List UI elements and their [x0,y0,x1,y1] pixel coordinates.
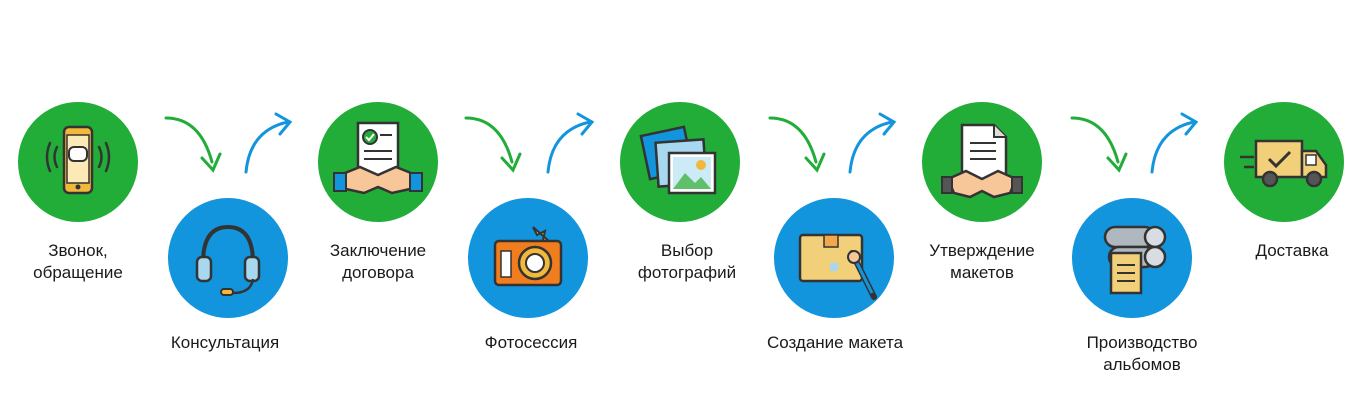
step-4-label: Фотосессия [484,333,578,352]
camera-icon [493,226,563,287]
step-3-label: Заключение договора [329,241,427,282]
step-6-label: Создание макета [766,333,904,352]
delivery-truck-icon [1240,139,1328,188]
arrow-down-4 [1070,116,1128,173]
step-3-circle [318,102,438,222]
step-5-circle [620,102,740,222]
arrow-down-2 [464,116,522,173]
step-9-circle [1224,102,1344,222]
document-handshake-icon [941,123,1023,199]
photos-icon [639,125,717,195]
step-4-circle [468,198,588,318]
step-1-circle [18,102,138,222]
phone-call-icon [45,125,111,195]
step-2-circle [168,198,288,318]
step-7-label: Утверждение макетов [929,241,1035,282]
contract-handshake-icon [333,121,423,195]
step-7-circle [922,102,1042,222]
step-1-label: Звонок, обращение [33,241,123,282]
arrow-down-3 [768,116,826,173]
step-8-circle [1072,198,1192,318]
step-5-label: Выбор фотографий [637,241,737,282]
headset-icon [195,224,261,296]
step-8-label: Производство альбомов [1086,333,1198,374]
arrow-up-2 [546,112,595,174]
printing-press-icon [1103,225,1167,295]
design-tablet-icon [798,233,877,300]
arrow-up-3 [848,112,897,174]
arrow-down-1 [164,116,222,173]
arrow-up-4 [1150,112,1199,174]
arrow-up-1 [244,112,293,174]
step-6-circle [774,198,894,318]
step-2-label: Консультация [170,333,280,352]
step-9-label: Доставка [1255,241,1329,260]
